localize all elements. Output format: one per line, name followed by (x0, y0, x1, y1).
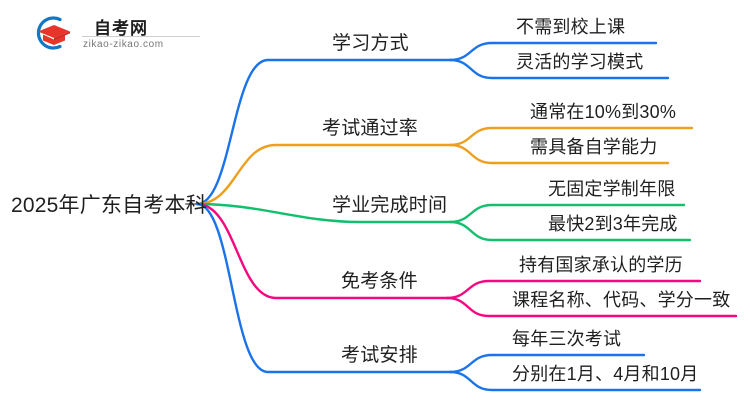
leaf-label-2-2[interactable]: 需具备自学能力 (530, 137, 658, 157)
branch-label-3[interactable]: 学业完成时间 (332, 195, 448, 216)
leaf-label-1-1[interactable]: 不需到校上课 (516, 17, 626, 37)
site-logo[interactable]: 自考网 zikao-zikao.com (30, 12, 200, 54)
logo-text-block: 自考网 zikao-zikao.com (82, 14, 202, 52)
branch-label-4[interactable]: 免考条件 (341, 271, 418, 292)
leaf-label-2-1[interactable]: 通常在10%到30% (530, 102, 677, 122)
leaf-label-3-2[interactable]: 最快2到3年完成 (548, 214, 678, 234)
graduation-cap-icon (36, 16, 70, 50)
logo-divider (82, 36, 200, 37)
leaf-label-5-2[interactable]: 分别在1月、4月和10月 (512, 364, 699, 384)
logo-domain: zikao-zikao.com (83, 39, 164, 50)
leaf-label-3-1[interactable]: 无固定学制年限 (548, 179, 676, 199)
leaf-label-4-1[interactable]: 持有国家承认的学历 (519, 255, 683, 275)
branch-label-5[interactable]: 考试安排 (341, 345, 418, 366)
leaf-label-1-2[interactable]: 灵活的学习模式 (516, 52, 644, 72)
leaf-label-4-2[interactable]: 课程名称、代码、学分一致 (512, 290, 731, 310)
branch-label-2[interactable]: 考试通过率 (322, 118, 419, 139)
leaf-label-5-1[interactable]: 每年三次考试 (512, 329, 622, 349)
branch-label-1[interactable]: 学习方式 (332, 33, 409, 54)
root-node-label[interactable]: 2025年广东自考本科 (11, 194, 207, 217)
logo-title: 自考网 (94, 19, 148, 38)
